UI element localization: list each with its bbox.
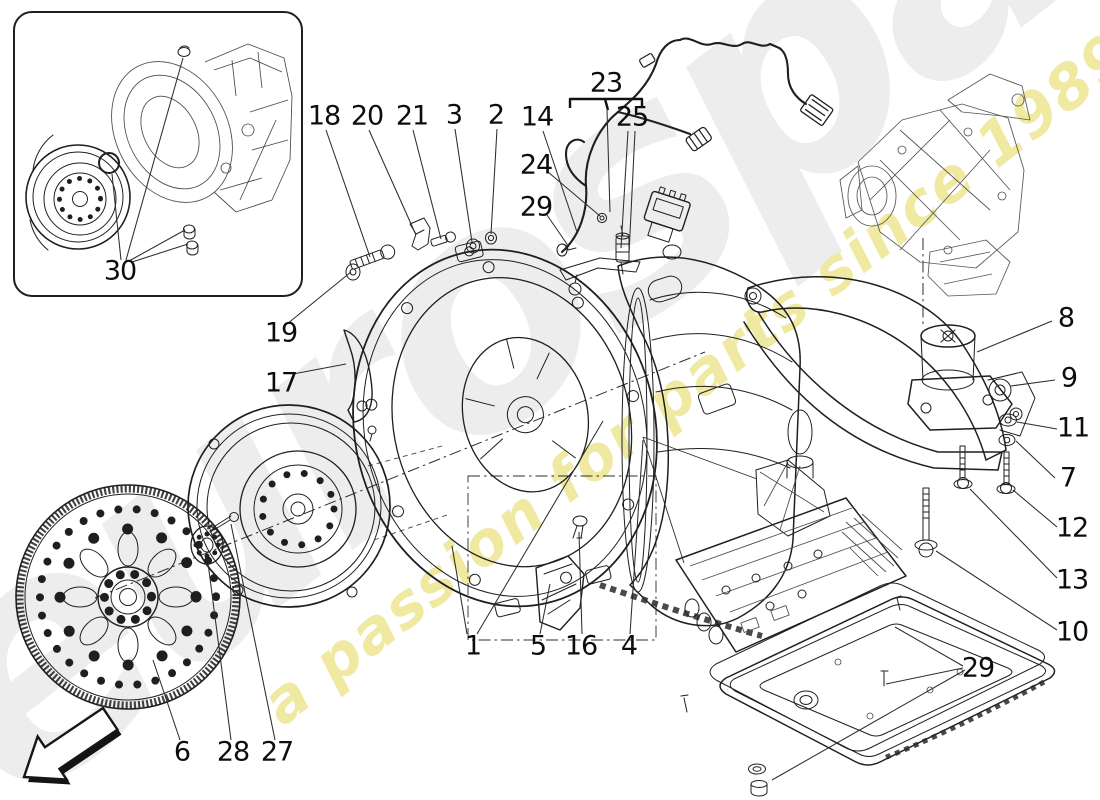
callout-17: 17 bbox=[264, 367, 298, 399]
axis-centerline bbox=[94, 351, 706, 599]
valve-body bbox=[675, 455, 907, 653]
callout-19: 19 bbox=[264, 317, 298, 349]
callout-8: 8 bbox=[1057, 302, 1075, 334]
callout-14: 14 bbox=[520, 101, 554, 133]
torque-converter bbox=[187, 404, 391, 608]
callout-6: 6 bbox=[173, 736, 191, 768]
flywheel bbox=[15, 484, 241, 710]
transfer-case-drawing bbox=[839, 73, 1031, 297]
shield-bracket bbox=[343, 329, 377, 442]
callout-11: 11 bbox=[1056, 412, 1090, 444]
callout-25: 25 bbox=[615, 101, 649, 133]
callout-10: 10 bbox=[1055, 616, 1089, 648]
direction-arrow-icon bbox=[22, 706, 122, 785]
callout-30: 30 bbox=[103, 255, 137, 287]
callout-12: 12 bbox=[1055, 512, 1089, 544]
gearbox-rear-case bbox=[599, 256, 813, 639]
callout-28: 28 bbox=[216, 736, 250, 768]
oil-pan bbox=[680, 582, 1056, 797]
callout-4: 4 bbox=[620, 630, 638, 662]
callout-3: 3 bbox=[445, 99, 463, 131]
callout-9: 9 bbox=[1060, 362, 1078, 394]
callout-5: 5 bbox=[529, 630, 547, 662]
wiring-harness bbox=[560, 37, 834, 254]
callout-24: 24 bbox=[519, 149, 553, 181]
callout-27: 27 bbox=[260, 736, 294, 768]
callout-20: 20 bbox=[350, 100, 384, 132]
callout-13: 13 bbox=[1055, 564, 1089, 596]
callout-18: 18 bbox=[307, 100, 341, 132]
inset-detail-box bbox=[13, 11, 303, 297]
drive-flange bbox=[190, 525, 224, 565]
callout-16: 16 bbox=[564, 630, 598, 662]
callout-29-top: 29 bbox=[519, 191, 553, 223]
callout-2: 2 bbox=[487, 99, 505, 131]
crossmember-and-mount bbox=[743, 276, 1036, 558]
leader-lines bbox=[152, 109, 1058, 781]
callout-21: 21 bbox=[395, 100, 429, 132]
housing-bolt-16 bbox=[572, 515, 588, 539]
callout-23: 23 bbox=[589, 67, 623, 99]
detail-reference-box bbox=[467, 475, 657, 641]
flange-bolt bbox=[211, 512, 239, 532]
callout-1: 1 bbox=[464, 630, 482, 662]
sensor-bracket-bolt-washers bbox=[345, 186, 691, 296]
group-bracket-23 bbox=[568, 97, 644, 111]
callout-29-pan: 29 bbox=[961, 652, 995, 684]
callout-7: 7 bbox=[1059, 462, 1077, 494]
seal-ring bbox=[98, 152, 120, 174]
